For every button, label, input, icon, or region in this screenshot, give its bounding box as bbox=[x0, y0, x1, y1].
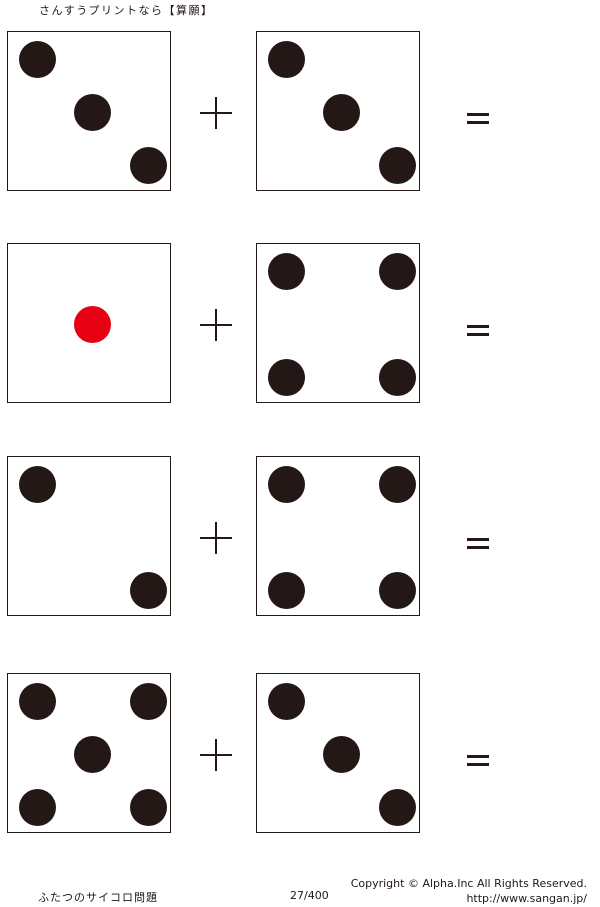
die-pip-icon bbox=[268, 466, 305, 503]
left-die bbox=[7, 243, 171, 403]
die-pip-icon bbox=[74, 306, 111, 343]
die-pip-icon bbox=[323, 736, 360, 773]
plus-sign-icon bbox=[200, 739, 232, 771]
die-pip-icon bbox=[379, 572, 416, 609]
plus-sign-icon bbox=[200, 522, 232, 554]
problem-row bbox=[0, 456, 600, 621]
die-pip-icon bbox=[130, 572, 167, 609]
right-die bbox=[256, 673, 420, 833]
die-pip-icon bbox=[379, 253, 416, 290]
left-die bbox=[7, 456, 171, 616]
equals-sign-icon bbox=[467, 538, 489, 549]
right-die bbox=[256, 243, 420, 403]
problem-row bbox=[0, 673, 600, 838]
problem-row bbox=[0, 243, 600, 408]
die-pip-icon bbox=[268, 683, 305, 720]
left-die bbox=[7, 673, 171, 833]
die-pip-icon bbox=[379, 359, 416, 396]
equals-sign-icon bbox=[467, 755, 489, 766]
left-die bbox=[7, 31, 171, 191]
die-pip-icon bbox=[379, 789, 416, 826]
page-number: 27/400 bbox=[290, 889, 329, 902]
right-die bbox=[256, 31, 420, 191]
copyright-text: Copyright © Alpha.Inc All Rights Reserve… bbox=[350, 877, 587, 890]
worksheet-title: ふたつのサイコロ問題 bbox=[38, 891, 158, 904]
die-pip-icon bbox=[130, 683, 167, 720]
die-pip-icon bbox=[74, 94, 111, 131]
right-die bbox=[256, 456, 420, 616]
die-pip-icon bbox=[19, 789, 56, 826]
plus-sign-icon bbox=[200, 309, 232, 341]
plus-sign-icon bbox=[200, 97, 232, 129]
die-pip-icon bbox=[268, 253, 305, 290]
die-pip-icon bbox=[323, 94, 360, 131]
site-url: http://www.sangan.jp/ bbox=[466, 892, 587, 905]
die-pip-icon bbox=[19, 41, 56, 78]
die-pip-icon bbox=[268, 572, 305, 609]
die-pip-icon bbox=[130, 789, 167, 826]
equals-sign-icon bbox=[467, 113, 489, 124]
die-pip-icon bbox=[74, 736, 111, 773]
die-pip-icon bbox=[268, 359, 305, 396]
die-pip-icon bbox=[268, 41, 305, 78]
die-pip-icon bbox=[379, 147, 416, 184]
die-pip-icon bbox=[19, 466, 56, 503]
die-pip-icon bbox=[130, 147, 167, 184]
die-pip-icon bbox=[19, 683, 56, 720]
equals-sign-icon bbox=[467, 325, 489, 336]
problem-row bbox=[0, 31, 600, 196]
page-header: さんすうプリントなら【算願】 bbox=[39, 4, 214, 17]
die-pip-icon bbox=[379, 466, 416, 503]
copyright-block: Copyright © Alpha.Inc All Rights Reserve… bbox=[351, 876, 587, 906]
